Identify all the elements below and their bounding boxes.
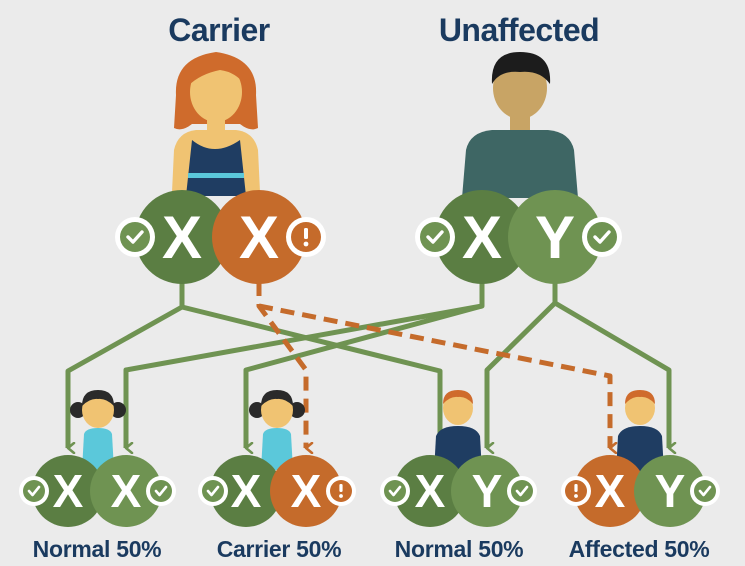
mother-figure [172,52,260,196]
child1-girl-figure [70,390,126,470]
mother-dress [186,140,246,196]
child2-mutant-x-symbol: X [291,465,322,517]
mother-x-symbol: X [162,204,202,271]
line-mother-mutant-x-to-child4 [258,303,610,448]
line-father-x-to-child2 [243,303,483,448]
father-y-symbol: Y [535,204,575,271]
check-icon [19,476,49,506]
child2-chromosome-pair: X X [198,455,356,527]
child1-x-symbol: X [53,465,84,517]
child3-chromosome-pair: X Y [380,455,537,527]
line-mother-x-to-child1 [65,282,185,448]
child4-chromosome-pair: X Y [561,455,720,527]
mother-label: Carrier [168,12,270,48]
child3-label: Normal 50% [394,536,524,562]
father-hair [491,52,551,84]
child1-x-symbol-2: X [111,465,142,517]
child2-x-symbol: X [231,465,262,517]
child4-y-symbol: Y [655,465,686,517]
child3-y-symbol: Y [472,465,503,517]
check-icon [115,217,155,257]
mother-mutant-x-chromosome-circle [212,190,306,284]
warning-icon [286,217,326,257]
check-icon [507,476,537,506]
inheritance-lines [65,278,669,448]
father-chromosome-pair: X Y [415,190,622,284]
mother-face [190,62,242,122]
check-icon [198,476,228,506]
father-shirt [462,130,578,198]
child3-x-symbol: X [415,465,446,517]
check-icon [690,476,720,506]
warning-icon [326,476,356,506]
child2-girl-figure [249,390,305,470]
mother-x-chromosome-circle [135,190,229,284]
mother-chromosome-pair: X X [115,190,326,284]
child1-chromosome-pair: X X [19,455,176,527]
mother-dress-belt [188,173,244,178]
line-mother-x-to-child3 [181,304,440,448]
child4-label: Affected 50% [568,536,710,562]
child2-label: Carrier 50% [216,536,342,562]
line-mother-mutant-x-to-child2 [256,282,306,448]
father-figure [462,52,578,198]
check-icon [582,217,622,257]
check-icon [380,476,410,506]
mother-bangs [188,54,246,86]
line-father-x-to-child1 [123,278,485,448]
line-father-y-to-child4 [553,300,669,448]
father-label: Unaffected [438,12,600,48]
mother-mutant-x-symbol: X [239,204,279,271]
father-x-chromosome-circle [435,190,529,284]
line-father-y-to-child3 [484,282,558,448]
father-y-chromosome-circle [508,190,602,284]
check-icon [146,476,176,506]
father-x-symbol: X [462,204,502,271]
check-icon [415,217,455,257]
child1-label: Normal 50% [32,536,162,562]
child4-mutant-x-symbol: X [595,465,626,517]
warning-icon [561,476,591,506]
